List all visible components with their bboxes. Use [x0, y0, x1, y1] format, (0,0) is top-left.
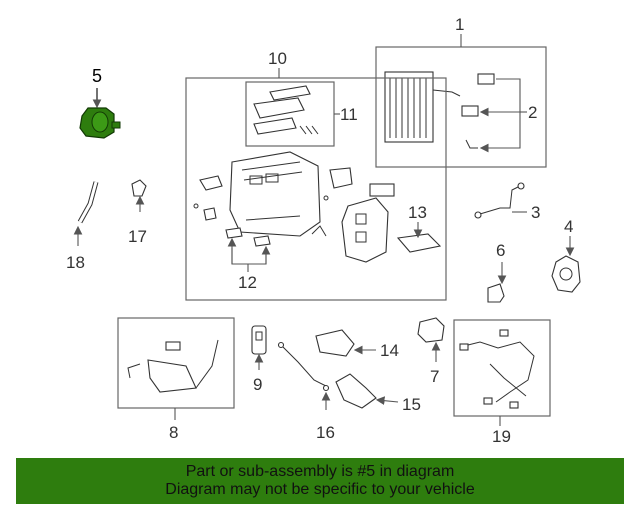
callout-13[interactable]: 13	[408, 203, 427, 222]
callout-1[interactable]: 1	[455, 15, 464, 34]
callout-19[interactable]: 19	[492, 427, 511, 446]
callout-18[interactable]: 18	[66, 253, 85, 272]
callout-5[interactable]: 5	[92, 66, 102, 86]
callout-7[interactable]: 7	[430, 367, 439, 386]
callout-3[interactable]: 3	[531, 203, 540, 222]
part-5-blower-motor[interactable]	[79, 107, 121, 139]
part-1-evaporator[interactable]	[384, 71, 461, 143]
part-4-actuator[interactable]	[551, 255, 581, 293]
callout-6[interactable]: 6	[496, 241, 505, 260]
box-19	[453, 319, 551, 417]
callout-2[interactable]: 2	[528, 103, 537, 122]
heater-unit-housing[interactable]	[193, 151, 353, 237]
part-2-seals[interactable]	[461, 73, 495, 149]
callout-17[interactable]: 17	[128, 227, 147, 246]
part-14-duct[interactable]	[315, 329, 355, 357]
part-9-clip[interactable]	[251, 325, 267, 355]
part-6-bracket[interactable]	[487, 283, 505, 303]
part-16-cable[interactable]	[277, 341, 330, 392]
info-banner: Part or sub-assembly is #5 in diagram Di…	[16, 458, 624, 504]
box-8	[117, 317, 235, 409]
part-17-sensor[interactable]	[131, 179, 147, 197]
callout-15[interactable]: 15	[402, 395, 421, 414]
callout-11[interactable]: 11	[340, 105, 358, 124]
callout-14[interactable]: 14	[380, 341, 399, 360]
parts-diagram: 1 2 3 4 5 6 7	[66, 15, 581, 446]
callout-10[interactable]: 10	[268, 49, 287, 68]
banner-line-1: Part or sub-assembly is #5 in diagram	[185, 463, 455, 480]
part-19-harness[interactable]	[459, 329, 535, 409]
part-13-casing[interactable]	[341, 183, 442, 263]
callout-16[interactable]: 16	[316, 423, 335, 442]
part-11-seals[interactable]	[253, 85, 319, 135]
callout-4[interactable]: 4	[564, 217, 573, 236]
part-15-bracket[interactable]	[335, 373, 377, 409]
banner-line-2: Diagram may not be specific to your vehi…	[165, 481, 475, 498]
callout-12[interactable]: 12	[238, 273, 257, 292]
part-8-duct[interactable]	[127, 339, 219, 393]
part-18-hose[interactable]	[77, 181, 99, 224]
callout-9[interactable]: 9	[253, 375, 262, 394]
part-12-pads[interactable]	[225, 227, 271, 247]
part-7-resistor[interactable]	[417, 317, 445, 343]
part-3-sensor[interactable]	[474, 182, 525, 219]
callout-8[interactable]: 8	[169, 423, 178, 442]
box-10	[185, 77, 447, 301]
